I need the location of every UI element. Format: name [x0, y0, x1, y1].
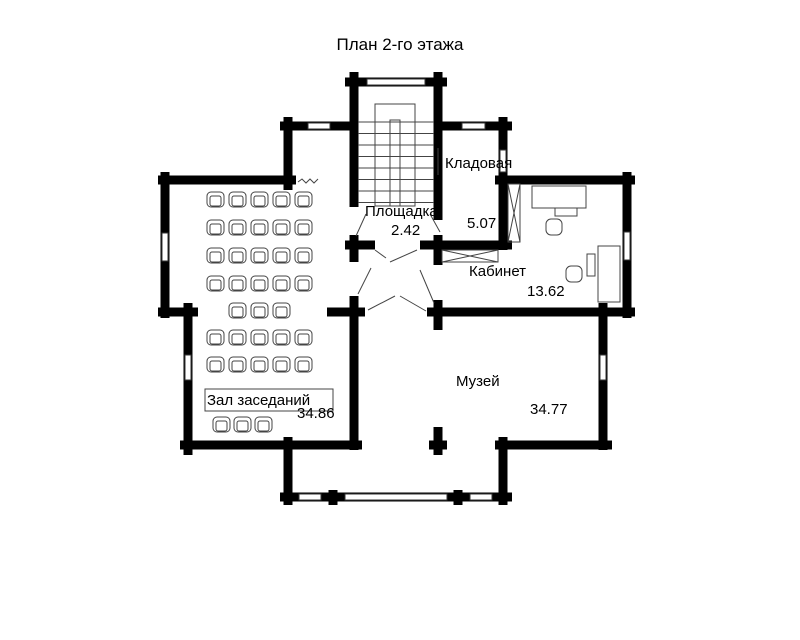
- chair-icon: [250, 275, 269, 292]
- chair-icon: [250, 219, 269, 236]
- chair-icon: [228, 275, 247, 292]
- staircase: [358, 103, 434, 207]
- chair-icon: [206, 247, 225, 264]
- chair-icon: [250, 247, 269, 264]
- room-name-cabinet: Кабинет: [469, 263, 526, 280]
- room-area-museum: 34.77: [530, 401, 568, 418]
- chair-icon: [228, 356, 247, 373]
- chair-icon: [250, 191, 269, 208]
- chair-icon: [272, 302, 291, 319]
- chair-icon: [294, 191, 313, 208]
- chair-icon: [206, 275, 225, 292]
- chair-icon: [250, 356, 269, 373]
- chair-icon: [228, 329, 247, 346]
- chair-icon: [206, 329, 225, 346]
- chair-icon: [228, 191, 247, 208]
- chair-icon: [206, 219, 225, 236]
- chair-icon: [272, 247, 291, 264]
- chair-icon: [294, 275, 313, 292]
- room-area-landing: 2.42: [391, 222, 420, 239]
- chair-icon: [250, 329, 269, 346]
- chair-icon: [294, 356, 313, 373]
- chair-icon: [294, 329, 313, 346]
- room-area-conference-hall: 34.86: [297, 405, 335, 422]
- room-name-museum: Музей: [456, 373, 500, 390]
- room-labels: Кладовая 5.07 Площадка 2.42 Кабинет 13.6…: [207, 155, 568, 422]
- chair-icon: [272, 329, 291, 346]
- chair-icon: [254, 416, 273, 433]
- chair-icon: [272, 356, 291, 373]
- chair-icon: [212, 416, 231, 433]
- chair-icon: [294, 247, 313, 264]
- room-area-storage: 5.07: [467, 215, 496, 232]
- chair-icon: [250, 302, 269, 319]
- room-name-landing: Площадка: [365, 203, 438, 220]
- windows: [161, 78, 631, 501]
- furniture: [204, 148, 621, 412]
- chair-icon: [294, 219, 313, 236]
- room-name-conference-hall: Зал заседаний: [207, 392, 310, 409]
- room-area-cabinet: 13.62: [527, 283, 565, 300]
- walls: [158, 72, 635, 505]
- chair-icon: [233, 416, 252, 433]
- chair-icon: [228, 219, 247, 236]
- plan-title: План 2-го этажа: [336, 35, 464, 54]
- chair-icon: [206, 191, 225, 208]
- chair-icon: [272, 275, 291, 292]
- chair-icon: [272, 191, 291, 208]
- chair-icon: [206, 356, 225, 373]
- room-name-storage: Кладовая: [445, 155, 512, 172]
- chair-icon: [272, 219, 291, 236]
- chairs: [206, 191, 313, 433]
- chair-icon: [228, 247, 247, 264]
- chair-icon: [228, 302, 247, 319]
